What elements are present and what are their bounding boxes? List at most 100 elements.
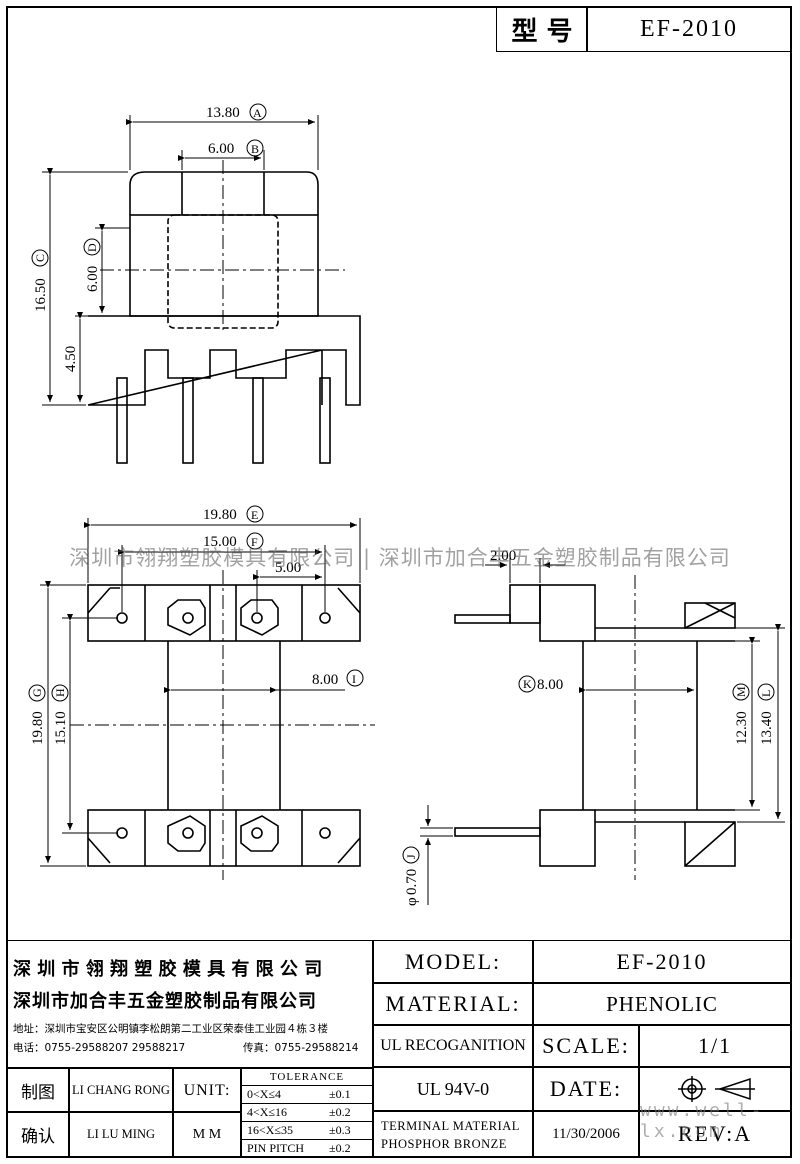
date-label-cell: DATE: xyxy=(532,1066,640,1112)
tolerance-value: ±0.2 xyxy=(329,1105,351,1119)
dim-H: 15.10 xyxy=(53,711,69,745)
bottom-view-dimensions xyxy=(40,518,361,867)
header-model-label-cell: 型 号 xyxy=(496,6,588,52)
tolerance-value: ±0.1 xyxy=(329,1087,351,1101)
third-angle-projection-icon xyxy=(678,1076,755,1102)
drawn-value: LI CHANG RONG xyxy=(72,1083,170,1097)
date-value: 11/30/2006 xyxy=(552,1125,620,1142)
technical-drawing: 13.80 A 6.00 B 16.50 C 6.00 D 4.50 19.80… xyxy=(28,103,785,906)
dim-L-label: L xyxy=(759,690,773,697)
ul-value: UL 94V-0 xyxy=(416,1078,490,1099)
dim-F: 15.00 xyxy=(203,534,237,550)
checked-label: 确认 xyxy=(21,1127,55,1147)
tolerance-title: TOLERANCE xyxy=(241,1069,373,1086)
phone: 电话：0755-29588207 29588217 xyxy=(13,1042,186,1054)
terminal-material-label: TERMINAL MATERIAL xyxy=(381,1119,520,1133)
watermark: 深圳市翎翔塑胶模具有限公司 | 深圳市加合丰五金塑胶制品有限公司 xyxy=(69,546,731,570)
projection-symbol-cell xyxy=(638,1066,792,1112)
tolerance-row: 0<X≤4 ±0.1 xyxy=(241,1085,373,1104)
company-name-1: 深 圳 市 翎 翔 塑 胶 模 具 有 限 公 司 xyxy=(13,959,323,980)
model-label: MODEL: xyxy=(404,949,502,974)
rev-value: REV:A xyxy=(677,1121,753,1146)
checked-value: LI LU MING xyxy=(86,1127,156,1141)
drawn-value-cell: LI CHANG RONG xyxy=(68,1068,174,1113)
dim-B: 6.00 xyxy=(208,141,234,157)
tolerance-table: TOLERANCE 0<X≤4 ±0.1 4<X≤16 ±0.2 16<X≤35… xyxy=(240,1068,374,1158)
tolerance-row: 4<X≤16 ±0.2 xyxy=(241,1103,373,1122)
model-value-cell: EF-2010 xyxy=(532,940,792,984)
dim-H-label: H xyxy=(53,688,67,697)
tolerance-row: PIN PITCH ±0.2 xyxy=(241,1139,373,1157)
dim-E: 19.80 xyxy=(203,507,237,523)
address: 地址：深圳市宝安区公明镇李松朗第二工业区荣泰佳工业园４栋３楼 xyxy=(13,1023,328,1035)
unit-value-cell: M M xyxy=(172,1111,242,1158)
checked-label-cell: 确认 xyxy=(6,1111,70,1158)
unit-label: UNIT: xyxy=(183,1081,231,1099)
title-block: 深 圳 市 翎 翔 塑 胶 模 具 有 限 公 司 深圳市加合丰五金塑胶制品有限… xyxy=(6,940,792,1158)
dim-J-label: J xyxy=(404,854,418,859)
model-label-cell: MODEL: xyxy=(372,940,534,984)
dim-D-label: D xyxy=(85,243,99,252)
date-label: DATE: xyxy=(549,1076,623,1101)
scale-value: 1/1 xyxy=(697,1033,733,1058)
dim-K: 8.00 xyxy=(537,677,563,693)
material-value: PHENOLIC xyxy=(606,991,718,1016)
drawn-label: 制图 xyxy=(21,1083,55,1103)
checked-value-cell: LI LU MING xyxy=(68,1111,174,1158)
tolerance-row: 16<X≤35 ±0.3 xyxy=(241,1121,373,1140)
bottom-view xyxy=(70,570,375,880)
dim-M: 12.30 xyxy=(734,711,750,745)
front-view-dimensions xyxy=(42,115,319,406)
header-model-value: EF-2010 xyxy=(640,15,738,42)
scale-value-cell: 1/1 xyxy=(638,1024,792,1068)
tolerance-range: 4<X≤16 xyxy=(247,1105,288,1119)
dim-G-label: G xyxy=(30,688,44,697)
material-value-cell: PHENOLIC xyxy=(532,982,792,1026)
dim-200: 2.00 xyxy=(490,548,516,564)
fax: 传真：0755-29588214 xyxy=(243,1042,359,1054)
dim-B-label: B xyxy=(251,142,259,156)
dim-M-label: M xyxy=(734,686,748,697)
front-view xyxy=(87,160,361,464)
scale-label-cell: SCALE: xyxy=(532,1024,640,1068)
dim-K-label: K xyxy=(523,677,532,691)
side-view xyxy=(454,575,736,880)
dim-450: 4.50 xyxy=(63,346,79,372)
dim-A-label: A xyxy=(253,106,262,120)
dim-I-label: I xyxy=(352,672,356,686)
header-model-label: 型 号 xyxy=(511,16,573,47)
scale-label: SCALE: xyxy=(542,1033,630,1058)
model-value: EF-2010 xyxy=(616,949,708,974)
tolerance-value: ±0.3 xyxy=(329,1123,351,1137)
dim-C: 16.50 xyxy=(33,278,49,312)
terminal-cell: TERMINAL MATERIAL PHOSPHOR BRONZE xyxy=(372,1110,534,1158)
dim-D: 6.00 xyxy=(85,266,101,292)
dim-E-label: E xyxy=(251,508,258,522)
header-model-value-cell: EF-2010 xyxy=(586,6,792,52)
tolerance-range: 16<X≤35 xyxy=(247,1123,294,1137)
dim-L: 13.40 xyxy=(759,711,775,745)
drawn-label-cell: 制图 xyxy=(6,1068,70,1113)
tolerance-range: 0<X≤4 xyxy=(247,1087,282,1101)
material-label-cell: MATERIAL: xyxy=(372,982,534,1026)
ul-value-cell: UL 94V-0 xyxy=(372,1066,534,1112)
dim-I: 8.00 xyxy=(312,672,338,688)
company-cell: 深 圳 市 翎 翔 塑 胶 模 具 有 限 公 司 深圳市加合丰五金塑胶制品有限… xyxy=(6,940,374,1068)
tolerance-range: PIN PITCH xyxy=(247,1141,305,1155)
tolerance-value: ±0.2 xyxy=(329,1141,351,1155)
ul-label: UL RECOGANITION xyxy=(380,1037,526,1054)
ul-label-cell: UL RECOGANITION xyxy=(372,1024,534,1068)
rev-cell: REV:A xyxy=(638,1110,792,1158)
dim-F-label: F xyxy=(251,535,258,549)
material-label: MATERIAL: xyxy=(385,991,521,1016)
dim-C-label: C xyxy=(33,254,47,262)
dim-G: 19.80 xyxy=(30,711,46,745)
company-name-2: 深圳市加合丰五金塑胶制品有限公司 xyxy=(13,991,317,1012)
unit-value: M M xyxy=(192,1126,222,1142)
dim-J: 0.70 xyxy=(404,869,420,895)
dim-A: 13.80 xyxy=(206,105,240,121)
date-value-cell: 11/30/2006 xyxy=(532,1110,640,1158)
unit-label-cell: UNIT: xyxy=(172,1068,242,1113)
terminal-material-value: PHOSPHOR BRONZE xyxy=(381,1137,507,1151)
dim-pitch-500: 5.00 xyxy=(275,560,301,576)
